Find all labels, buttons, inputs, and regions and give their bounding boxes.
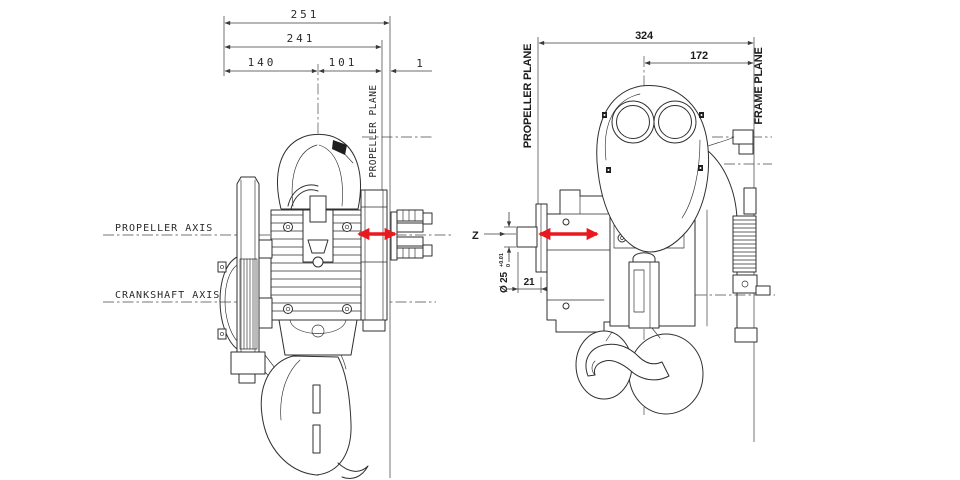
svg-text:+0.01: +0.01 bbox=[499, 253, 505, 267]
datum-z-label: Z bbox=[472, 230, 479, 242]
side-view-dimensions: 251 241 140 101 1 bbox=[224, 8, 432, 74]
top-view: 324 172 Z Ø 25 +0.01 0 21 PROPELLER PL bbox=[472, 30, 775, 442]
dim-1: 1 bbox=[416, 57, 426, 70]
propeller-axis-label: PROPELLER AXIS bbox=[115, 223, 213, 234]
top-propeller-plane-label: PROPELLER PLANE bbox=[522, 44, 534, 149]
dim-172: 172 bbox=[690, 50, 708, 62]
svg-text:0: 0 bbox=[506, 264, 512, 267]
svg-text:Ø 25: Ø 25 bbox=[499, 271, 510, 293]
shaft-diameter-label: Ø 25 +0.01 0 bbox=[499, 253, 512, 293]
dim-241: 241 bbox=[287, 32, 316, 45]
dim-21: 21 bbox=[524, 277, 535, 288]
dim-251: 251 bbox=[291, 8, 320, 21]
side-view-engine-art bbox=[217, 133, 433, 480]
side-view: 251 241 140 101 1 PROPELLER AXIS CRANKSH… bbox=[103, 8, 452, 480]
top-view-engine-art bbox=[516, 85, 771, 415]
dim-324: 324 bbox=[635, 30, 654, 42]
crankshaft-axis-label: CRANKSHAFT AXIS bbox=[115, 290, 220, 301]
side-propeller-plane-label: PROPELLER PLANE bbox=[368, 84, 379, 177]
top-view-dimensions: 324 172 Z Ø 25 +0.01 0 21 bbox=[472, 30, 754, 293]
dim-140: 140 bbox=[248, 56, 277, 69]
dim-101: 101 bbox=[329, 56, 358, 69]
frame-plane-label: FRAME PLANE bbox=[753, 47, 765, 124]
